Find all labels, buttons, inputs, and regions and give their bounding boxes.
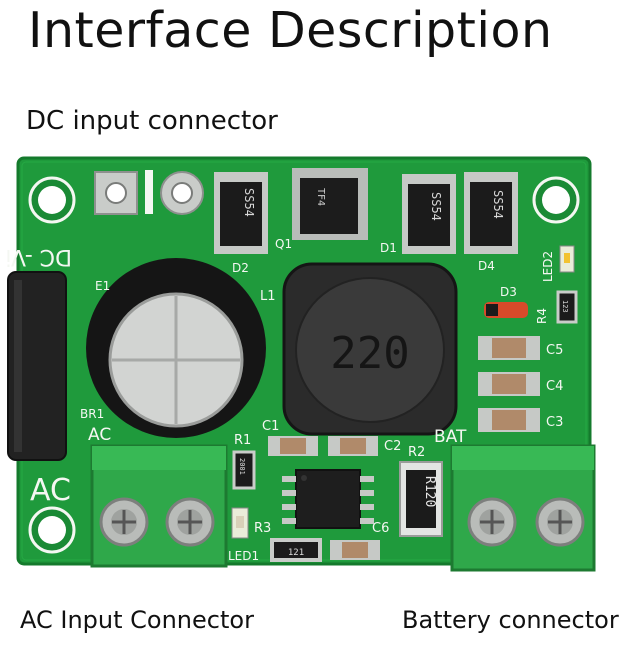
silk-d4: D4 [478, 259, 495, 273]
capacitor-c6 [330, 540, 380, 560]
resistor-r1: 2001 [232, 450, 256, 490]
silk-q1: Q1 [275, 237, 292, 251]
silk-dc-pins: DC -Vi +Vi [0, 244, 72, 269]
svg-text:SS54: SS54 [491, 190, 505, 219]
resistor-r121: 121 [270, 538, 322, 562]
mounting-holes [28, 176, 580, 554]
diode-d3 [484, 302, 528, 318]
silk-d2: D2 [232, 261, 249, 275]
silk-l1: L1 [260, 289, 276, 304]
silk-c6: C6 [372, 521, 389, 536]
silk-ac-big: AC [30, 473, 71, 508]
silk-r3: R3 [254, 521, 271, 536]
svg-text:SS54: SS54 [429, 192, 443, 221]
dc-input-label: DC input connector [26, 106, 278, 136]
ac-terminal-block [90, 444, 228, 568]
svg-text:2001: 2001 [238, 458, 246, 475]
silk-e1: E1 [95, 279, 110, 293]
svg-text:220: 220 [330, 328, 409, 379]
svg-text:123: 123 [561, 300, 569, 313]
svg-text:R120: R120 [422, 476, 437, 507]
dc-input-pads [94, 170, 204, 215]
capacitor-c3 [478, 408, 540, 432]
ic-chip [282, 469, 374, 529]
electrolytic-capacitor-e1 [86, 258, 266, 438]
capacitor-c5 [478, 336, 540, 360]
ac-input-label: AC Input Connector [20, 606, 254, 634]
resistor-r2: R120 [399, 461, 443, 537]
bridge-rectifier-br1 [7, 271, 67, 461]
page-title: Interface Description [28, 2, 553, 59]
led1-component [231, 507, 249, 539]
silk-c4: C4 [546, 379, 563, 394]
silk-c1: C1 [262, 419, 279, 434]
silk-d3: D3 [500, 285, 517, 299]
silk-br1: BR1 [80, 407, 104, 421]
led2-component [559, 245, 575, 273]
capacitor-c4 [478, 372, 540, 396]
capacitor-c1 [268, 436, 318, 456]
silk-c2: C2 [384, 439, 401, 454]
svg-text:TF4: TF4 [315, 188, 326, 206]
silk-r2: R2 [408, 445, 425, 460]
silk-c3: C3 [546, 415, 563, 430]
diode-d4: SS54 [464, 172, 518, 254]
silk-ac-small: AC [88, 425, 111, 445]
silk-led2: LED2 [541, 251, 555, 282]
mosfet-q1: TF4 [292, 168, 368, 240]
silk-d1: D1 [380, 241, 397, 255]
silk-r1: R1 [234, 433, 251, 448]
battery-label: Battery connector [402, 606, 619, 634]
capacitor-c2 [328, 436, 378, 456]
svg-text:SS54: SS54 [242, 188, 256, 217]
silk-bat: BAT [434, 427, 467, 447]
silk-r4: R4 [535, 308, 549, 324]
silk-led1: LED1 [228, 549, 259, 563]
inductor-l1: 220 [282, 262, 458, 436]
diode-d1: SS54 [402, 174, 456, 254]
svg-text:121: 121 [288, 548, 304, 558]
resistor-r4: 123 [556, 290, 578, 324]
diode-d2: SS54 [214, 172, 268, 254]
silk-c5: C5 [546, 343, 563, 358]
battery-terminal-block [450, 444, 596, 572]
